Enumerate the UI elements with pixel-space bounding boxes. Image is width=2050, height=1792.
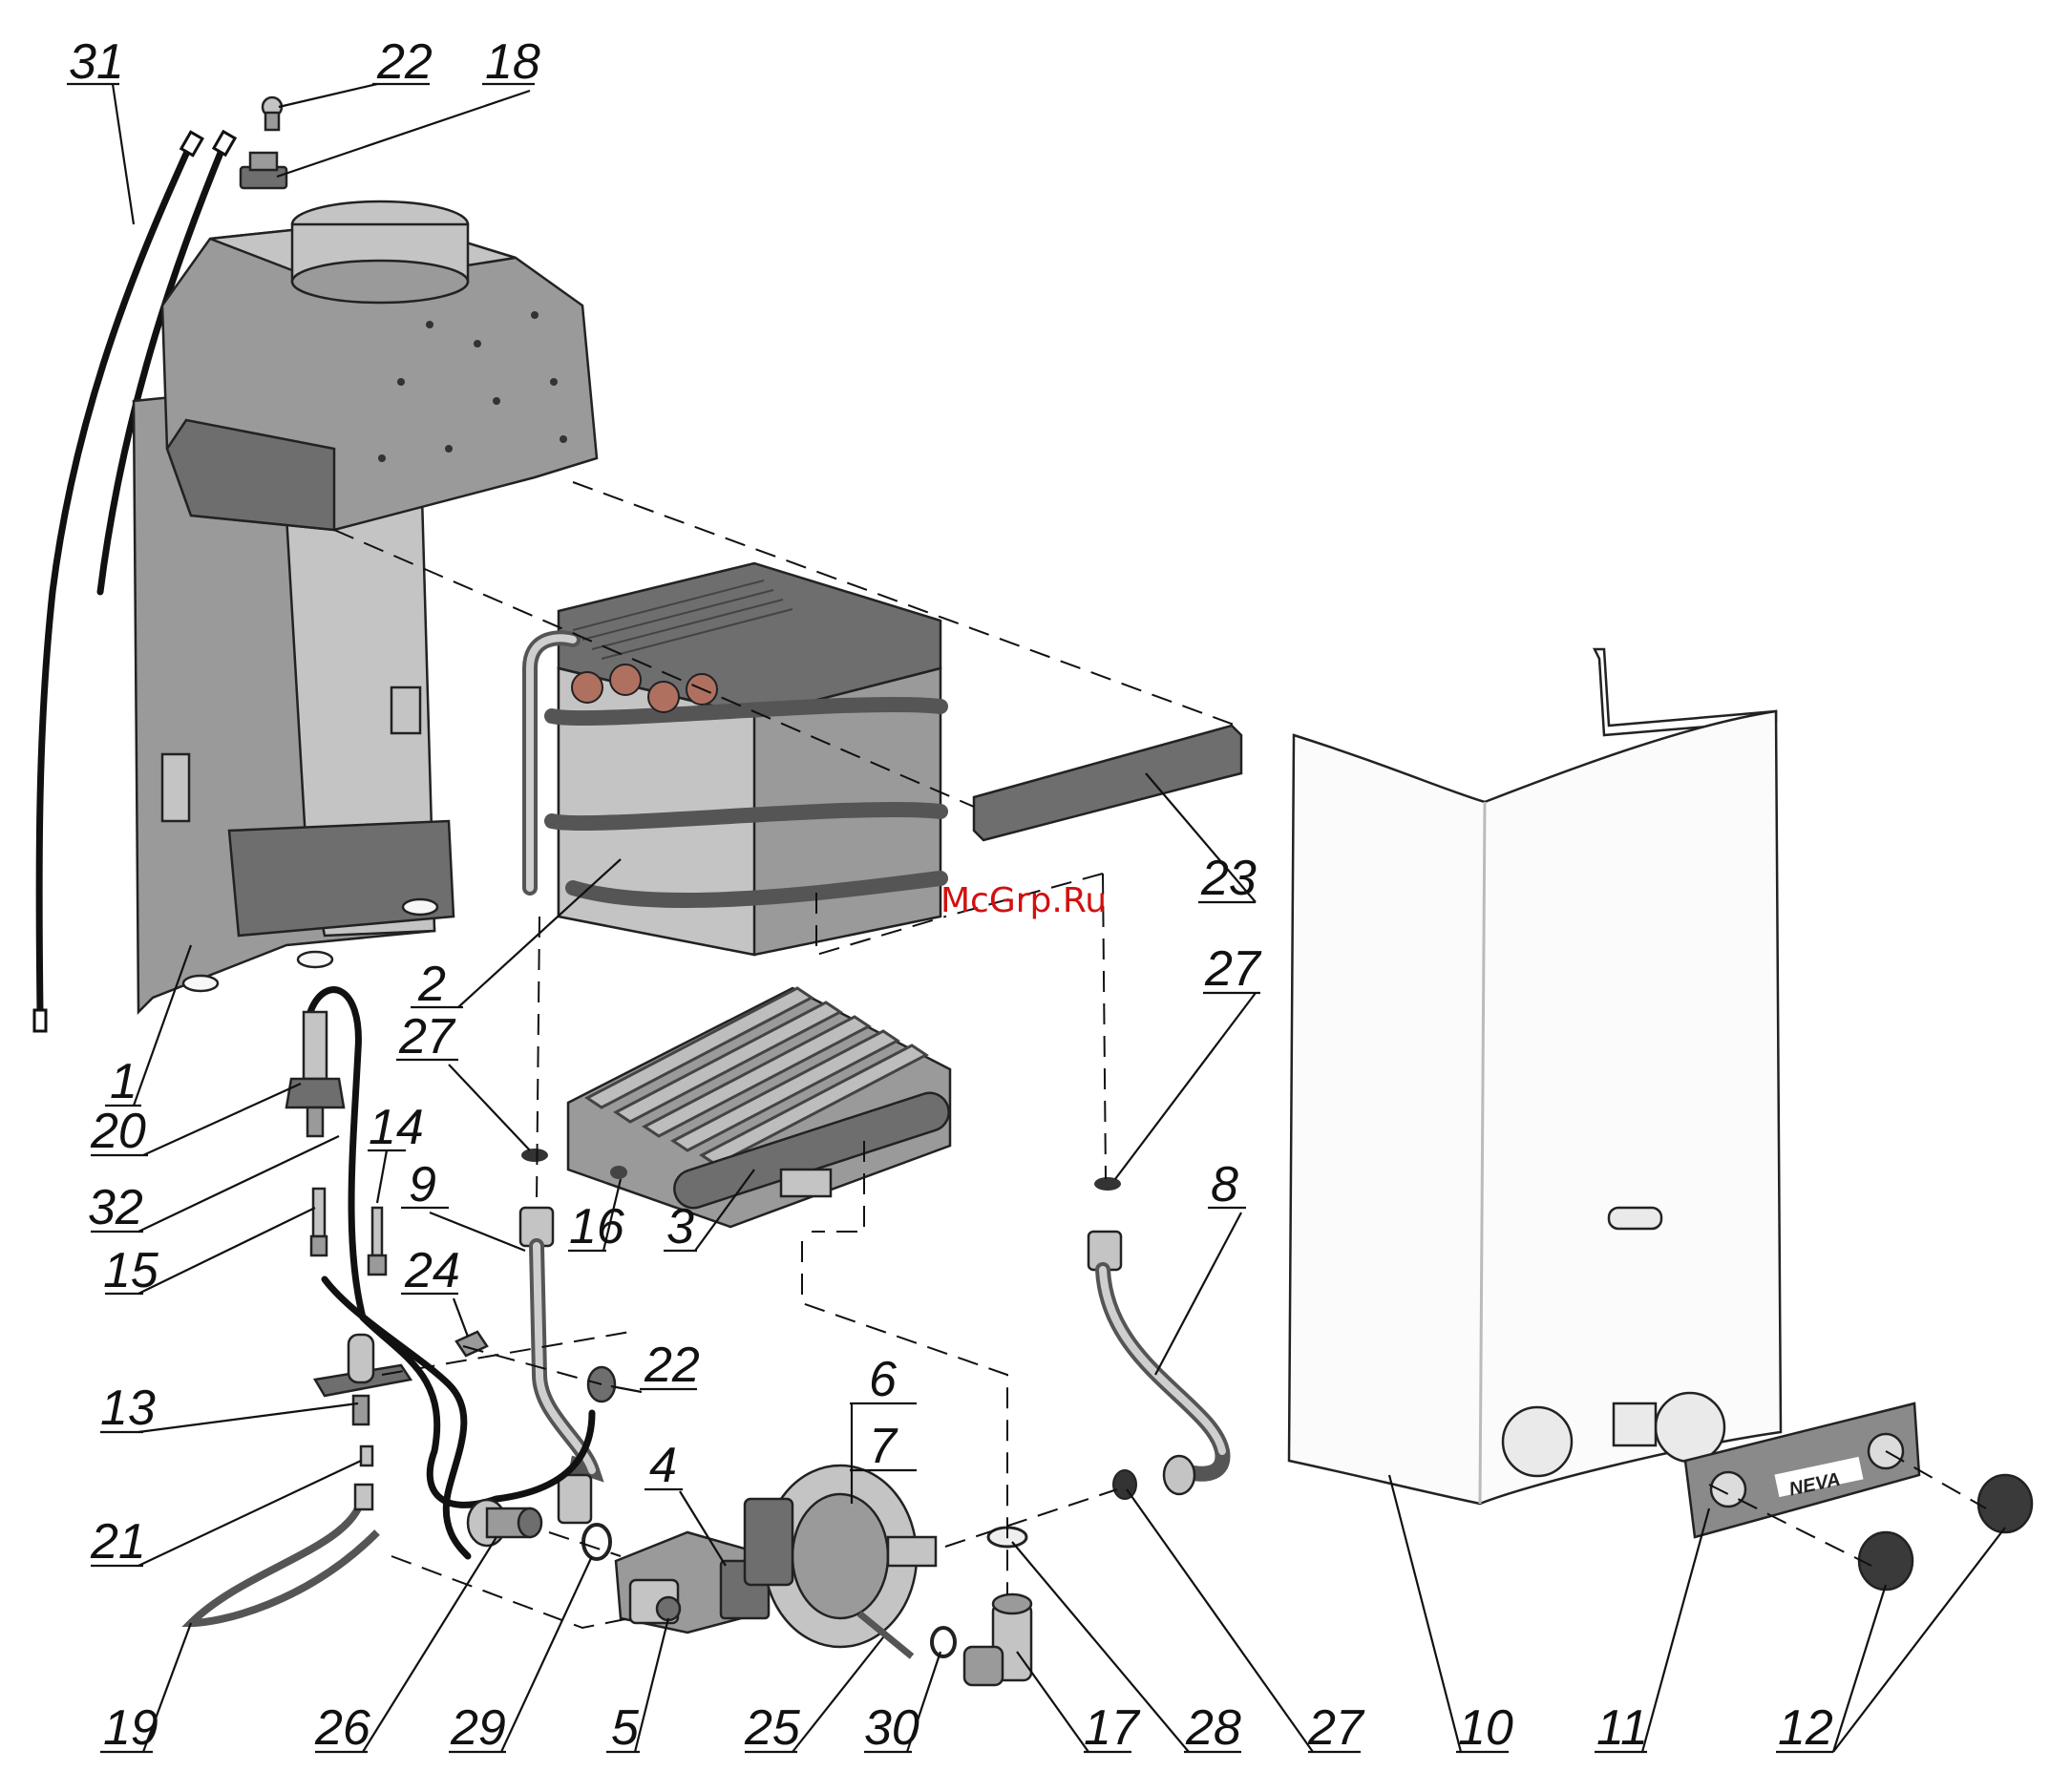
bracket-23 xyxy=(974,726,1241,840)
knob-12-a xyxy=(1859,1532,1913,1590)
callout-12: 12 xyxy=(1778,1700,1833,1756)
callout-20: 20 xyxy=(90,1104,146,1159)
callout-28: 28 xyxy=(1185,1700,1241,1756)
elbow-fitting-17 xyxy=(964,1594,1031,1685)
knob-12-b xyxy=(1978,1475,2032,1532)
front-casing-10 xyxy=(1289,649,1781,1504)
callout-22-top: 22 xyxy=(376,34,433,90)
callout-14: 14 xyxy=(369,1100,424,1155)
burner-3 xyxy=(568,988,954,1227)
fitting-21 xyxy=(361,1446,372,1465)
water-pipe-8 xyxy=(1088,1232,1222,1494)
gas-inlet-26 xyxy=(468,1500,541,1546)
callout-15: 15 xyxy=(103,1243,159,1298)
callout-27-left: 27 xyxy=(398,1009,456,1065)
callout-27-lower: 27 xyxy=(1307,1700,1365,1756)
callout-5: 5 xyxy=(611,1700,640,1756)
callout-26: 26 xyxy=(314,1700,370,1756)
oring-30 xyxy=(932,1628,955,1656)
callout-13: 13 xyxy=(100,1381,156,1436)
callout-8: 8 xyxy=(1211,1157,1238,1212)
callout-2: 2 xyxy=(417,957,446,1012)
gasket-27-left xyxy=(521,1149,548,1162)
sensor-14 xyxy=(369,1208,386,1275)
callout-21: 21 xyxy=(90,1514,146,1570)
callout-11: 11 xyxy=(1596,1700,1648,1756)
spark-electrode-20 xyxy=(286,1012,344,1136)
callout-31: 31 xyxy=(69,34,124,90)
callout-6: 6 xyxy=(869,1352,897,1407)
callout-17: 17 xyxy=(1084,1700,1141,1756)
flex-line-19 xyxy=(191,1485,377,1623)
gasket-27-mid xyxy=(1094,1177,1121,1191)
callout-27-right: 27 xyxy=(1204,941,1262,997)
callout-23: 23 xyxy=(1200,851,1257,906)
heat-exchanger-2 xyxy=(530,563,940,955)
water-regulator-6-7 xyxy=(745,1465,936,1647)
plug-16 xyxy=(610,1166,627,1179)
callout-16: 16 xyxy=(569,1199,624,1254)
watermark: McGrp.Ru xyxy=(940,881,1107,920)
draft-hood xyxy=(162,201,597,530)
callout-30: 30 xyxy=(864,1700,919,1756)
callout-29: 29 xyxy=(450,1700,506,1756)
callout-7: 7 xyxy=(869,1419,898,1474)
callout-3: 3 xyxy=(666,1199,694,1254)
thermocouple-15 xyxy=(311,1189,327,1255)
callout-25: 25 xyxy=(744,1700,801,1756)
callout-1: 1 xyxy=(110,1054,137,1109)
callout-19: 19 xyxy=(103,1700,159,1756)
callout-24: 24 xyxy=(404,1243,460,1298)
callout-10: 10 xyxy=(1458,1700,1513,1756)
callout-4: 4 xyxy=(649,1438,677,1493)
callout-18: 18 xyxy=(485,34,540,90)
overheat-sensor-18 xyxy=(241,97,286,188)
callout-32: 32 xyxy=(88,1180,143,1235)
gasket-27-right xyxy=(1113,1470,1136,1499)
oring-29 xyxy=(583,1525,610,1559)
callout-9: 9 xyxy=(409,1157,436,1212)
callout-22-lower: 22 xyxy=(644,1338,700,1393)
